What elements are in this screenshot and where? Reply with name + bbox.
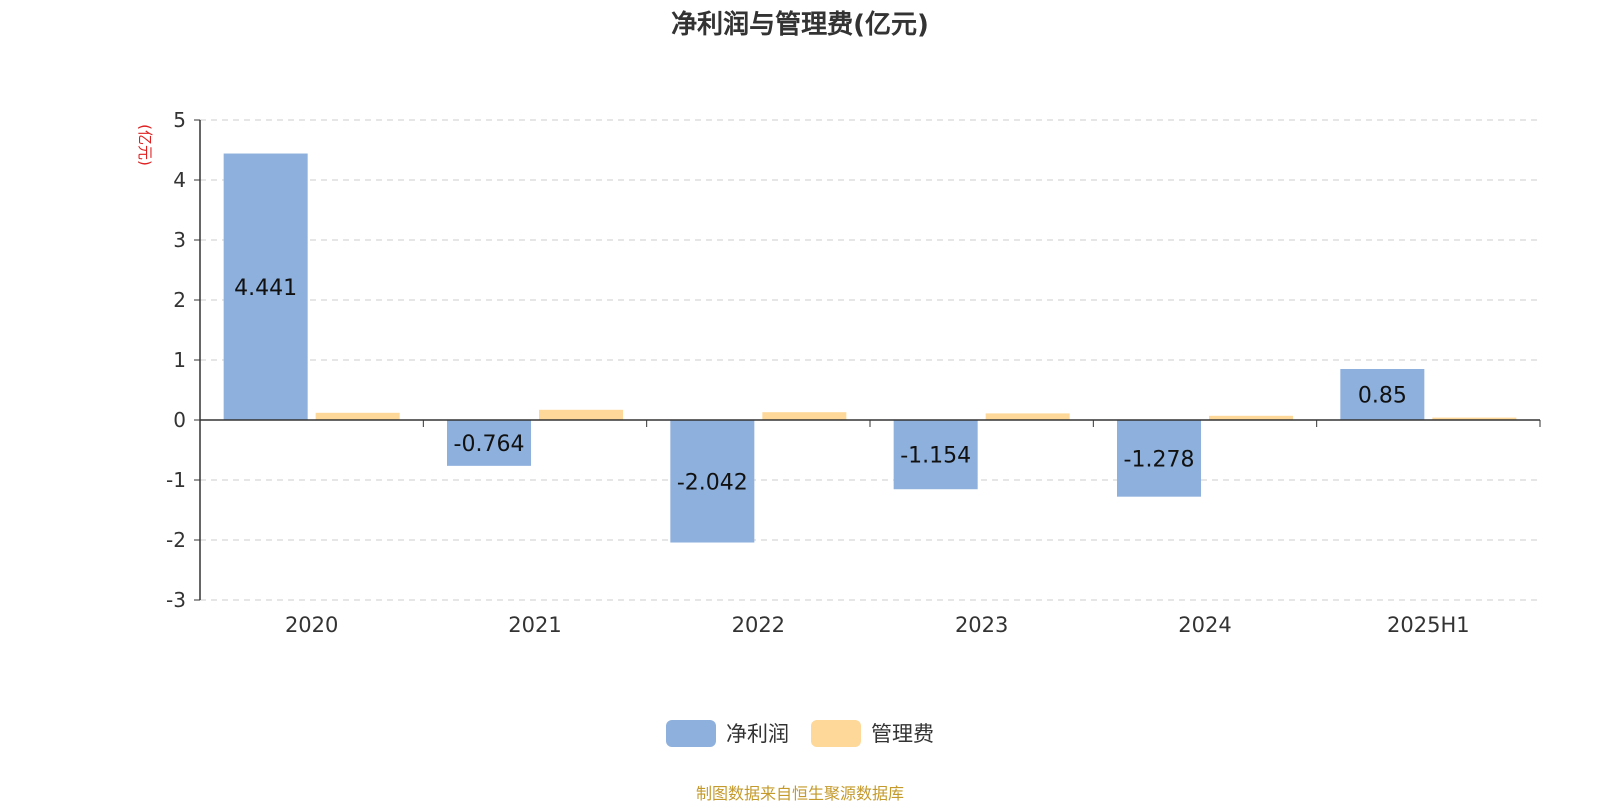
data-label-2022: -2.042: [677, 470, 748, 495]
x-tick-label-2024: 2024: [1178, 613, 1231, 637]
y-tick-label: 4: [173, 168, 186, 192]
y-tick-label: -3: [166, 588, 186, 612]
y-tick-label: 2: [173, 288, 186, 312]
axes: [194, 119, 1541, 601]
legend: 净利润 管理费: [0, 718, 1600, 748]
bar-net-profit-2025H1: [1340, 369, 1425, 420]
data-label-2021: -0.764: [454, 432, 525, 457]
bar-net-profit-2020: [223, 153, 308, 421]
x-tick-label-2021: 2021: [508, 613, 561, 637]
x-tick-label-2020: 2020: [285, 613, 338, 637]
data-label-2025H1: 0.85: [1358, 384, 1407, 409]
grid-lines: [200, 119, 1540, 601]
y-tick-label: -2: [166, 528, 186, 552]
y-tick-label: 1: [173, 348, 186, 372]
x-tick-label-2025H1: 2025H1: [1387, 613, 1470, 637]
y-axis-unit-label: (亿元): [136, 124, 154, 166]
x-tick-label-2022: 2022: [732, 613, 785, 637]
bar-chart: 5 4 3 2 1 0 -1 -2 -3 (亿元) 4.441 2020 -0.764 2021 -2.04…: [136, 108, 1541, 637]
bar-net-profit-2023: [893, 420, 978, 490]
legend-label-net-profit: 净利润: [726, 722, 789, 746]
legend-label-management-fee: 管理费: [871, 722, 934, 746]
bar-management-fee-2021: [539, 409, 623, 420]
bar-management-fee-2023: [985, 413, 1070, 420]
bar-management-fee-2020: [315, 412, 400, 420]
labels: 5 4 3 2 1 0 -1 -2 -3 (亿元) 4.441 2020 -0.764 2021 -2.04…: [136, 108, 1470, 637]
bar-management-fee-2024: [1209, 415, 1293, 420]
bar-management-fee-2022: [762, 412, 847, 420]
data-label-2020: 4.441: [234, 276, 297, 301]
x-tick-label-2023: 2023: [955, 613, 1008, 637]
legend-swatch-management-fee: [811, 719, 861, 747]
y-tick-label: 0: [173, 408, 186, 432]
data-label-2023: -1.154: [900, 444, 971, 469]
y-tick-label: 5: [173, 108, 186, 132]
legend-item-net-profit[interactable]: 净利润: [666, 718, 789, 748]
bar-net-profit-2024: [1117, 420, 1201, 497]
legend-swatch-net-profit: [666, 719, 716, 747]
bars: [223, 153, 1517, 543]
legend-item-management-fee[interactable]: 管理费: [811, 718, 934, 748]
bar-management-fee-2025H1: [1432, 417, 1517, 420]
bar-net-profit-2022: [670, 420, 755, 543]
y-tick-label: 3: [173, 228, 186, 252]
source-note: 制图数据来自恒生聚源数据库: [695, 784, 904, 803]
bar-net-profit-2021: [447, 420, 531, 466]
y-tick-label: -1: [166, 468, 186, 492]
data-label-2024: -1.278: [1124, 447, 1195, 472]
chart-title: 净利润与管理费(亿元): [671, 10, 929, 40]
